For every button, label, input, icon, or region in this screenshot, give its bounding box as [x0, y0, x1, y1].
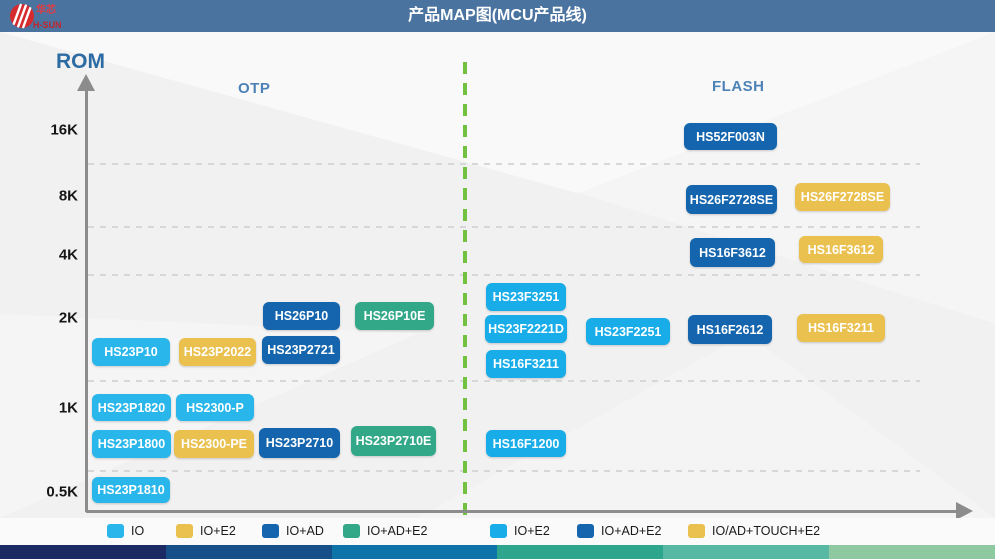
y-axis-tick-label: 2K — [58, 309, 78, 327]
legend-label: IO+E2 — [514, 524, 550, 538]
logo-text-en: H-SUN — [33, 20, 62, 30]
y-axis-tick-label: 1K — [58, 399, 78, 417]
legend-swatch — [688, 524, 705, 538]
product-chip: HS26P10 — [263, 302, 340, 330]
product-chip: HS26F2728SE — [795, 183, 890, 211]
company-logo: 华芯 H-SUN — [8, 1, 104, 36]
legend-swatch — [490, 524, 507, 538]
legend-item: IO — [107, 523, 144, 539]
product-chip: HS23F2251 — [586, 318, 670, 345]
legend-item: IO+AD — [262, 523, 324, 539]
legend-label: IO+E2 — [200, 524, 236, 538]
logo-text-cn: 华芯 — [36, 3, 56, 16]
product-chip: HS23F2221D — [485, 315, 567, 343]
section-header-flash: FLASH — [712, 78, 765, 95]
legend-label: IO/AD+TOUCH+E2 — [712, 524, 821, 538]
y-axis-arrow-icon — [77, 74, 95, 91]
product-chip: HS16F3211 — [797, 314, 885, 342]
product-chip: HS26P10E — [355, 302, 434, 330]
product-chip: HS16F3211 — [486, 350, 566, 378]
x-axis-line — [86, 510, 958, 513]
y-axis-tick-label: 8K — [58, 187, 78, 205]
section-header-otp: OTP — [238, 80, 271, 97]
product-chip: HS23P2022 — [179, 338, 256, 366]
legend-item: IO+AD+E2 — [577, 523, 661, 539]
legend-label: IO — [131, 524, 145, 538]
product-chip: HS26F2728SE — [686, 185, 777, 214]
legend-item: IO+E2 — [490, 523, 550, 539]
product-chip: HS2300-PE — [174, 430, 254, 458]
legend-item: IO/AD+TOUCH+E2 — [688, 523, 820, 539]
y-axis-tick-label: 0.5K — [46, 483, 78, 501]
footer-bar-segment — [829, 545, 995, 559]
product-chip: HS16F1200 — [486, 430, 566, 457]
header-bar: 华芯 H-SUN 产品MAP图(MCU产品线) — [0, 0, 995, 32]
legend-swatch — [577, 524, 594, 538]
footer-bar-segment — [165, 545, 332, 559]
product-chip: HS23P2721 — [262, 336, 340, 364]
product-chip: HS23P1820 — [92, 394, 171, 421]
otp-flash-divider-line — [463, 62, 467, 515]
legend-swatch — [343, 524, 360, 538]
product-chip: HS23F3251 — [486, 283, 566, 311]
footer-bar-segment — [331, 545, 498, 559]
rom-band-gridline — [88, 163, 920, 165]
footer-color-bar — [0, 545, 995, 559]
legend-label: IO+AD+E2 — [601, 524, 662, 538]
product-chip: HS16F2612 — [688, 315, 772, 344]
legend-swatch — [176, 524, 193, 538]
product-chip: HS16F3612 — [799, 236, 883, 263]
y-axis-tick-label: 4K — [58, 246, 78, 264]
legend-item: IO+AD+E2 — [343, 523, 427, 539]
footer-bar-segment — [497, 545, 664, 559]
product-chip: HS23P1810 — [92, 477, 170, 503]
rom-band-gridline — [88, 380, 920, 382]
x-axis-arrow-icon — [956, 502, 973, 520]
rom-band-gridline — [88, 274, 920, 276]
legend-swatch — [262, 524, 279, 538]
legend-swatch — [107, 524, 124, 538]
legend: IO IO+E2 IO+AD IO+AD+E2 IO+E2 IO+AD+E2 IO/AD+T… — [0, 518, 995, 545]
product-chip: HS2300-P — [176, 394, 254, 421]
hsun-logo-icon: 华芯 H-SUN — [10, 3, 62, 30]
product-chip: HS23P10 — [92, 338, 170, 366]
product-chip: HS23P2710E — [351, 426, 436, 456]
legend-item: IO+E2 — [176, 523, 236, 539]
legend-label: IO+AD+E2 — [367, 524, 428, 538]
product-chip: HS23P1800 — [92, 430, 171, 458]
product-chip: HS16F3612 — [690, 238, 775, 267]
y-axis-line — [85, 90, 88, 512]
legend-label: IO+AD — [286, 524, 324, 538]
rom-band-gridline — [88, 226, 920, 228]
y-axis-tick-label: 16K — [50, 121, 78, 139]
footer-bar-segment — [0, 545, 166, 559]
rom-band-gridline — [88, 470, 920, 472]
product-chip: HS23P2710 — [259, 428, 340, 458]
footer-bar-segment — [663, 545, 830, 559]
page-title: 产品MAP图(MCU产品线) — [408, 7, 587, 24]
y-axis-title: ROM — [56, 50, 105, 73]
product-chip: HS52F003N — [684, 123, 777, 150]
